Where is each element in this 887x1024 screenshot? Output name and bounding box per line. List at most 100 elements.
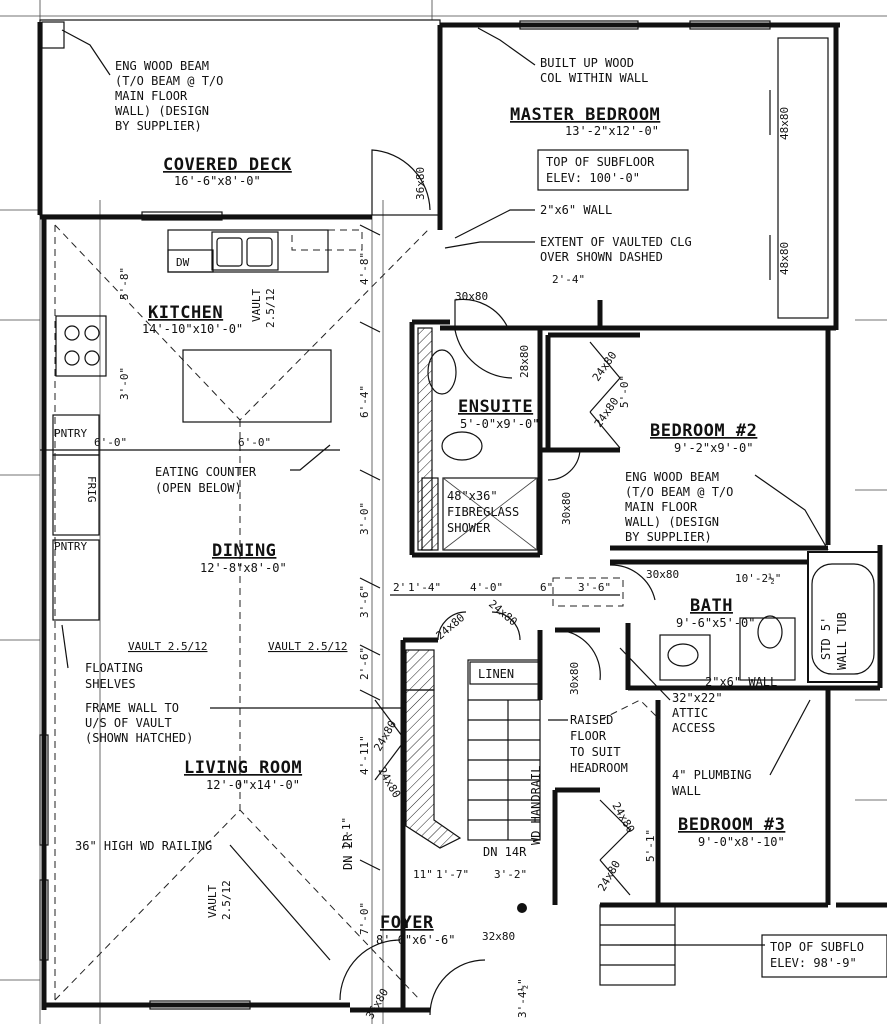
dim-kitchen-3-0: 3'-0" <box>118 367 131 400</box>
note-eng-beam-2-line2: (T/O BEAM @ T/O <box>625 485 733 499</box>
dim-row-3-6: 3'-6" <box>578 581 611 594</box>
vault-label-kitchen-line2: 2.5/12 <box>264 288 277 328</box>
dim-b3-5-1: 5'-1" <box>644 829 657 862</box>
room-name-kitchen: KITCHEN <box>148 303 223 323</box>
vault-label-living-line1: VAULT <box>206 885 219 918</box>
door-label-stair-closet-lower: 24x80 <box>375 765 403 800</box>
note-wd-handrail: WD HANDRAIL <box>529 766 543 845</box>
dim-col-3-0: 3'-0" <box>358 502 371 535</box>
note-frame-wall-line3: (SHOWN HATCHED) <box>85 731 193 745</box>
room-size-kitchen: 14'-10"x10'-0" <box>142 322 243 336</box>
note-linen: LINEN <box>478 667 514 681</box>
room-name-bedroom3: BEDROOM #3 <box>678 815 785 835</box>
note-attic-access-line2: ATTIC <box>672 706 708 720</box>
dim-stair-3-2: 3'-2" <box>494 868 527 881</box>
room-labels: COVERED DECK 16'-6"x8'-0" MASTER BEDROOM… <box>142 105 785 947</box>
dim-stair-1-7: 1'-7" <box>436 868 469 881</box>
note-plumbing-wall-line2: WALL <box>672 784 701 798</box>
room-size-foyer: 8'-6"x6'-6" <box>376 933 455 947</box>
dim-row-6: 6" <box>540 581 553 594</box>
leader-lines <box>61 27 829 961</box>
door-label-hall-left: 24x80 <box>434 611 468 642</box>
door-label-bath-side: 30x80 <box>568 662 581 695</box>
fixture-label-pantry-2: PNTRY <box>54 540 87 553</box>
door-label-b2-entry: 30x80 <box>560 492 573 525</box>
note-built-up-col-line1: BUILT UP WOOD <box>540 56 634 70</box>
note-raised-floor-line1: RAISED <box>570 713 613 727</box>
vault-label-dining-left: VAULT 2.5/12 <box>128 640 207 653</box>
room-size-bath: 9'-6"x5'-0" <box>676 616 755 630</box>
dim-col-4-8: 4'-8" <box>358 252 371 285</box>
note-stair-down-2: DN 2R <box>341 833 355 870</box>
column-marker <box>517 903 527 913</box>
dim-col-6-4: 6'-4" <box>358 385 371 418</box>
dim-counter-6-0: 6'-0" <box>238 436 271 449</box>
room-name-foyer: FOYER <box>380 913 434 933</box>
room-size-dining: 12'-8"x8'-0" <box>200 561 287 575</box>
note-plumbing-wall-line1: 4" PLUMBING <box>672 768 751 782</box>
door-label-foyer-entry: 32x80 <box>482 930 515 943</box>
dim-row-2: 2' <box>393 581 406 594</box>
note-eng-beam-1-line3: MAIN FLOOR <box>115 89 188 103</box>
note-eng-beam-2-line4: WALL) (DESIGN <box>625 515 719 529</box>
dim-col-3-6: 3'-6" <box>358 585 371 618</box>
fixture-label-pantry-1: PNTRY <box>54 427 87 440</box>
room-size-master-bedroom: 13'-2"x12'-0" <box>565 124 659 138</box>
door-label-deck: 36x80 <box>414 167 427 200</box>
door-label-closet-b2-lower: 24x80 <box>592 395 622 430</box>
note-floating-shelves-line2: SHELVES <box>85 677 136 691</box>
room-name-ensuite: ENSUITE <box>458 397 533 417</box>
bath-fixtures <box>427 349 875 681</box>
note-tub-line1: STD 5' <box>819 617 833 660</box>
door-label-b3-closet-upper: 24x80 <box>609 800 637 835</box>
room-name-bath: BATH <box>690 596 733 616</box>
walls <box>37 19 887 1013</box>
door-label-foyer-closet: 36x80 <box>363 986 391 1021</box>
note-shower-line3: SHOWER <box>447 521 491 535</box>
note-bath-wall: 2"x6" WALL <box>705 675 777 689</box>
room-size-ensuite: 5'-0"x9'-0" <box>460 417 539 431</box>
note-attic-access-line3: ACCESS <box>672 721 715 735</box>
vault-label-kitchen-line1: VAULT <box>250 289 263 322</box>
dim-row-4-0: 4'-0" <box>470 581 503 594</box>
room-name-bedroom2: BEDROOM #2 <box>650 421 757 441</box>
closet-doors <box>374 341 631 896</box>
note-attic-access-line1: 32"x22" <box>672 691 723 705</box>
note-floating-shelves-line1: FLOATING <box>85 661 143 675</box>
door-label-ensuite-side: 28x80 <box>518 345 531 378</box>
room-size-covered-deck: 16'-6"x8'-0" <box>174 174 261 188</box>
dim-stair-1-1: 1'-1" <box>340 817 353 850</box>
windows <box>39 20 771 1010</box>
door-label-hall-right: 24x80 <box>486 597 520 628</box>
annotation-notes: ENG WOOD BEAM (T/O BEAM @ T/O MAIN FLOOR… <box>75 56 887 978</box>
fixture-label-dw: DW <box>176 256 190 269</box>
dim-col-4-11: 4'-11" <box>358 735 371 775</box>
door-label-closet-b2-upper: 24x80 <box>590 349 620 384</box>
room-name-dining: DINING <box>212 541 276 561</box>
room-size-living-room: 12'-0"x14'-0" <box>206 778 300 792</box>
note-eng-beam-1-line2: (T/O BEAM @ T/O <box>115 74 223 88</box>
note-tub-line2: WALL TUB <box>835 612 849 670</box>
note-eng-beam-1-line1: ENG WOOD BEAM <box>115 59 209 73</box>
note-eng-beam-1-line4: WALL) (DESIGN <box>115 104 209 118</box>
fixture-label-frig: FRIG <box>85 476 98 503</box>
vault-extent-lines <box>54 224 661 1001</box>
note-frame-wall-line1: FRAME WALL TO <box>85 701 179 715</box>
note-subfloor-main-line1: TOP OF SUBFLOOR <box>546 155 655 169</box>
note-frame-wall-line2: U/S OF VAULT <box>85 716 172 730</box>
door-label-ensuite-top: 30x80 <box>455 290 488 303</box>
dim-kitchen-6-0: 6'-0" <box>94 436 127 449</box>
room-name-covered-deck: COVERED DECK <box>163 155 292 175</box>
vault-label-living-line2: 2.5/12 <box>220 880 233 920</box>
linen-box <box>469 661 541 685</box>
dim-ens-2-4: 2'-4" <box>552 273 585 286</box>
subfloor-lower-box <box>761 934 887 978</box>
dim-kitchen-5-8: 5'-8" <box>118 267 131 300</box>
note-eating-counter-line1: EATING COUNTER <box>155 465 257 479</box>
vault-label-dining-right: VAULT 2.5/12 <box>268 640 347 653</box>
note-eng-beam-1-line5: BY SUPPLIER) <box>115 119 202 133</box>
dim-b2-5-0: 5'-0" <box>618 375 631 408</box>
dimension-labels: 5'-8" 3'-0" 6'-0" 6'-0" 4'-8" 6'-4" 3'-0… <box>94 252 781 1018</box>
note-railing: 36" HIGH WD RAILING <box>75 839 212 853</box>
